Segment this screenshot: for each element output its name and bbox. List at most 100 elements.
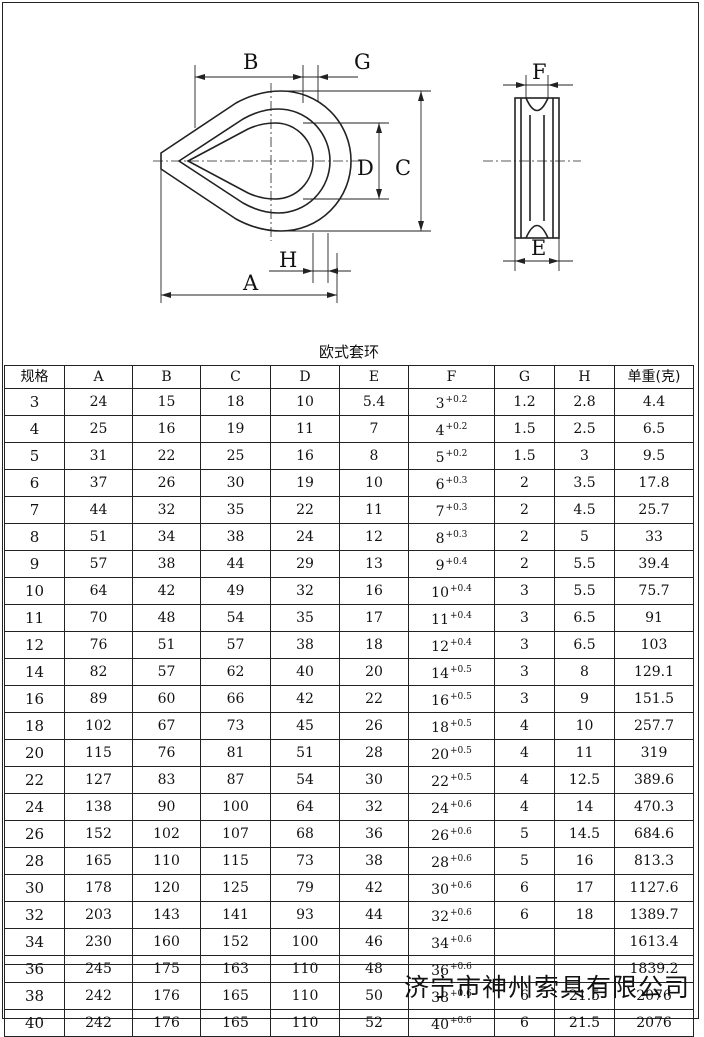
cell-F-value: 20	[431, 747, 449, 764]
cell-F-tolerance: +0.6	[449, 962, 472, 973]
thimble-outer-profile	[160, 90, 352, 232]
cell-B: 16	[132, 415, 201, 444]
cell-F-tolerance: +0.5	[449, 719, 472, 730]
cell-G: 4	[494, 712, 555, 741]
dim-label-E: E	[531, 236, 546, 260]
thimble-drawing: B G A H C D F E	[3, 3, 700, 339]
cell-C: 141	[200, 901, 271, 930]
cell-B: 160	[132, 928, 201, 957]
cell-weight: 9.5	[613, 442, 695, 471]
cell-E: 18	[339, 631, 409, 660]
cell-F: 10+0.4	[408, 577, 495, 606]
cell-C: 163	[200, 955, 271, 984]
cell-G: 5	[494, 820, 555, 849]
cell-size: 6	[4, 469, 65, 498]
cell-F: 28+0.6	[408, 847, 495, 876]
cell-G: 1.5	[494, 415, 555, 444]
cell-size: 34	[4, 928, 65, 957]
cell-D: 110	[270, 955, 340, 984]
cell-C: 44	[200, 550, 271, 579]
cell-D: 38	[270, 631, 340, 660]
cell-D: 93	[270, 901, 340, 930]
cell-E: 48	[339, 955, 409, 984]
cell-G: 5	[494, 847, 555, 876]
cell-D: 64	[270, 793, 340, 822]
cell-F: 14+0.5	[408, 658, 495, 687]
cell-D: 11	[270, 415, 340, 444]
dim-label-H: H	[279, 248, 297, 272]
cell-H: 8	[554, 658, 615, 687]
header-D: D	[270, 364, 340, 390]
cell-B: 60	[132, 685, 201, 714]
cell-F: 18+0.5	[408, 712, 495, 741]
cell-A: 31	[64, 442, 133, 471]
cell-A: 152	[64, 820, 133, 849]
cell-F-value: 9	[435, 558, 445, 575]
cell-F-tolerance: +0.5	[449, 692, 472, 703]
cell-F: 32+0.6	[408, 901, 495, 930]
cell-F-value: 6	[435, 477, 445, 494]
cell-weight: 1127.6	[613, 874, 695, 903]
cell-C: 38	[200, 523, 271, 552]
cell-B: 57	[132, 658, 201, 687]
cell-G: 1.5	[494, 442, 555, 471]
cell-E: 20	[339, 658, 409, 687]
cell-H: 4.5	[554, 496, 615, 525]
cell-weight: 319	[613, 739, 695, 768]
cell-F-value: 40	[431, 1017, 449, 1034]
cell-G: 4	[494, 766, 555, 795]
table-header-row: 规格 A B C D E F G H 单重(克)	[4, 364, 695, 390]
cell-D: 79	[270, 874, 340, 903]
dim-label-D: D	[357, 156, 374, 180]
cell-size: 36	[4, 955, 65, 984]
cell-F: 4+0.2	[408, 415, 495, 444]
cell-F-tolerance: +0.4	[449, 584, 472, 595]
cell-E: 13	[339, 550, 409, 579]
dim-label-C: C	[395, 156, 411, 180]
cell-E: 52	[339, 1009, 409, 1037]
cell-weight: 2076	[613, 1009, 695, 1037]
cell-A: 178	[64, 874, 133, 903]
cell-weight: 1389.7	[613, 901, 695, 930]
cell-size: 9	[4, 550, 65, 579]
header-H: H	[554, 364, 615, 390]
cell-size: 10	[4, 577, 65, 606]
cell-weight: 91	[613, 604, 695, 633]
cell-A: 138	[64, 793, 133, 822]
cell-F-tolerance: +0.5	[449, 746, 472, 757]
cell-D: 100	[270, 928, 340, 957]
cell-B: 102	[132, 820, 201, 849]
cell-B: 176	[132, 982, 201, 1011]
header-size: 规格	[4, 364, 65, 390]
cell-size: 32	[4, 901, 65, 930]
cell-D: 19	[270, 469, 340, 498]
cell-weight: 39.4	[613, 550, 695, 579]
cell-F-tolerance: +0.6	[449, 989, 472, 1000]
cell-H	[554, 928, 615, 957]
cell-C: 115	[200, 847, 271, 876]
cell-F-tolerance: +0.2	[445, 422, 468, 433]
cell-F: 5+0.2	[408, 442, 495, 471]
cell-weight: 257.7	[613, 712, 695, 741]
cell-G: 3	[494, 658, 555, 687]
cell-F-value: 32	[431, 909, 449, 926]
cell-F-tolerance: +0.6	[449, 881, 472, 892]
cell-H: 5.5	[554, 550, 615, 579]
cell-B: 22	[132, 442, 201, 471]
cell-E: 26	[339, 712, 409, 741]
cell-A: 51	[64, 523, 133, 552]
cell-F: 26+0.6	[408, 820, 495, 849]
header-C: C	[200, 364, 271, 390]
cell-H: 10	[554, 712, 615, 741]
dim-label-B: B	[243, 50, 258, 74]
cell-E: 28	[339, 739, 409, 768]
cell-C: 35	[200, 496, 271, 525]
cell-E: 46	[339, 928, 409, 957]
cell-weight: 684.6	[613, 820, 695, 849]
